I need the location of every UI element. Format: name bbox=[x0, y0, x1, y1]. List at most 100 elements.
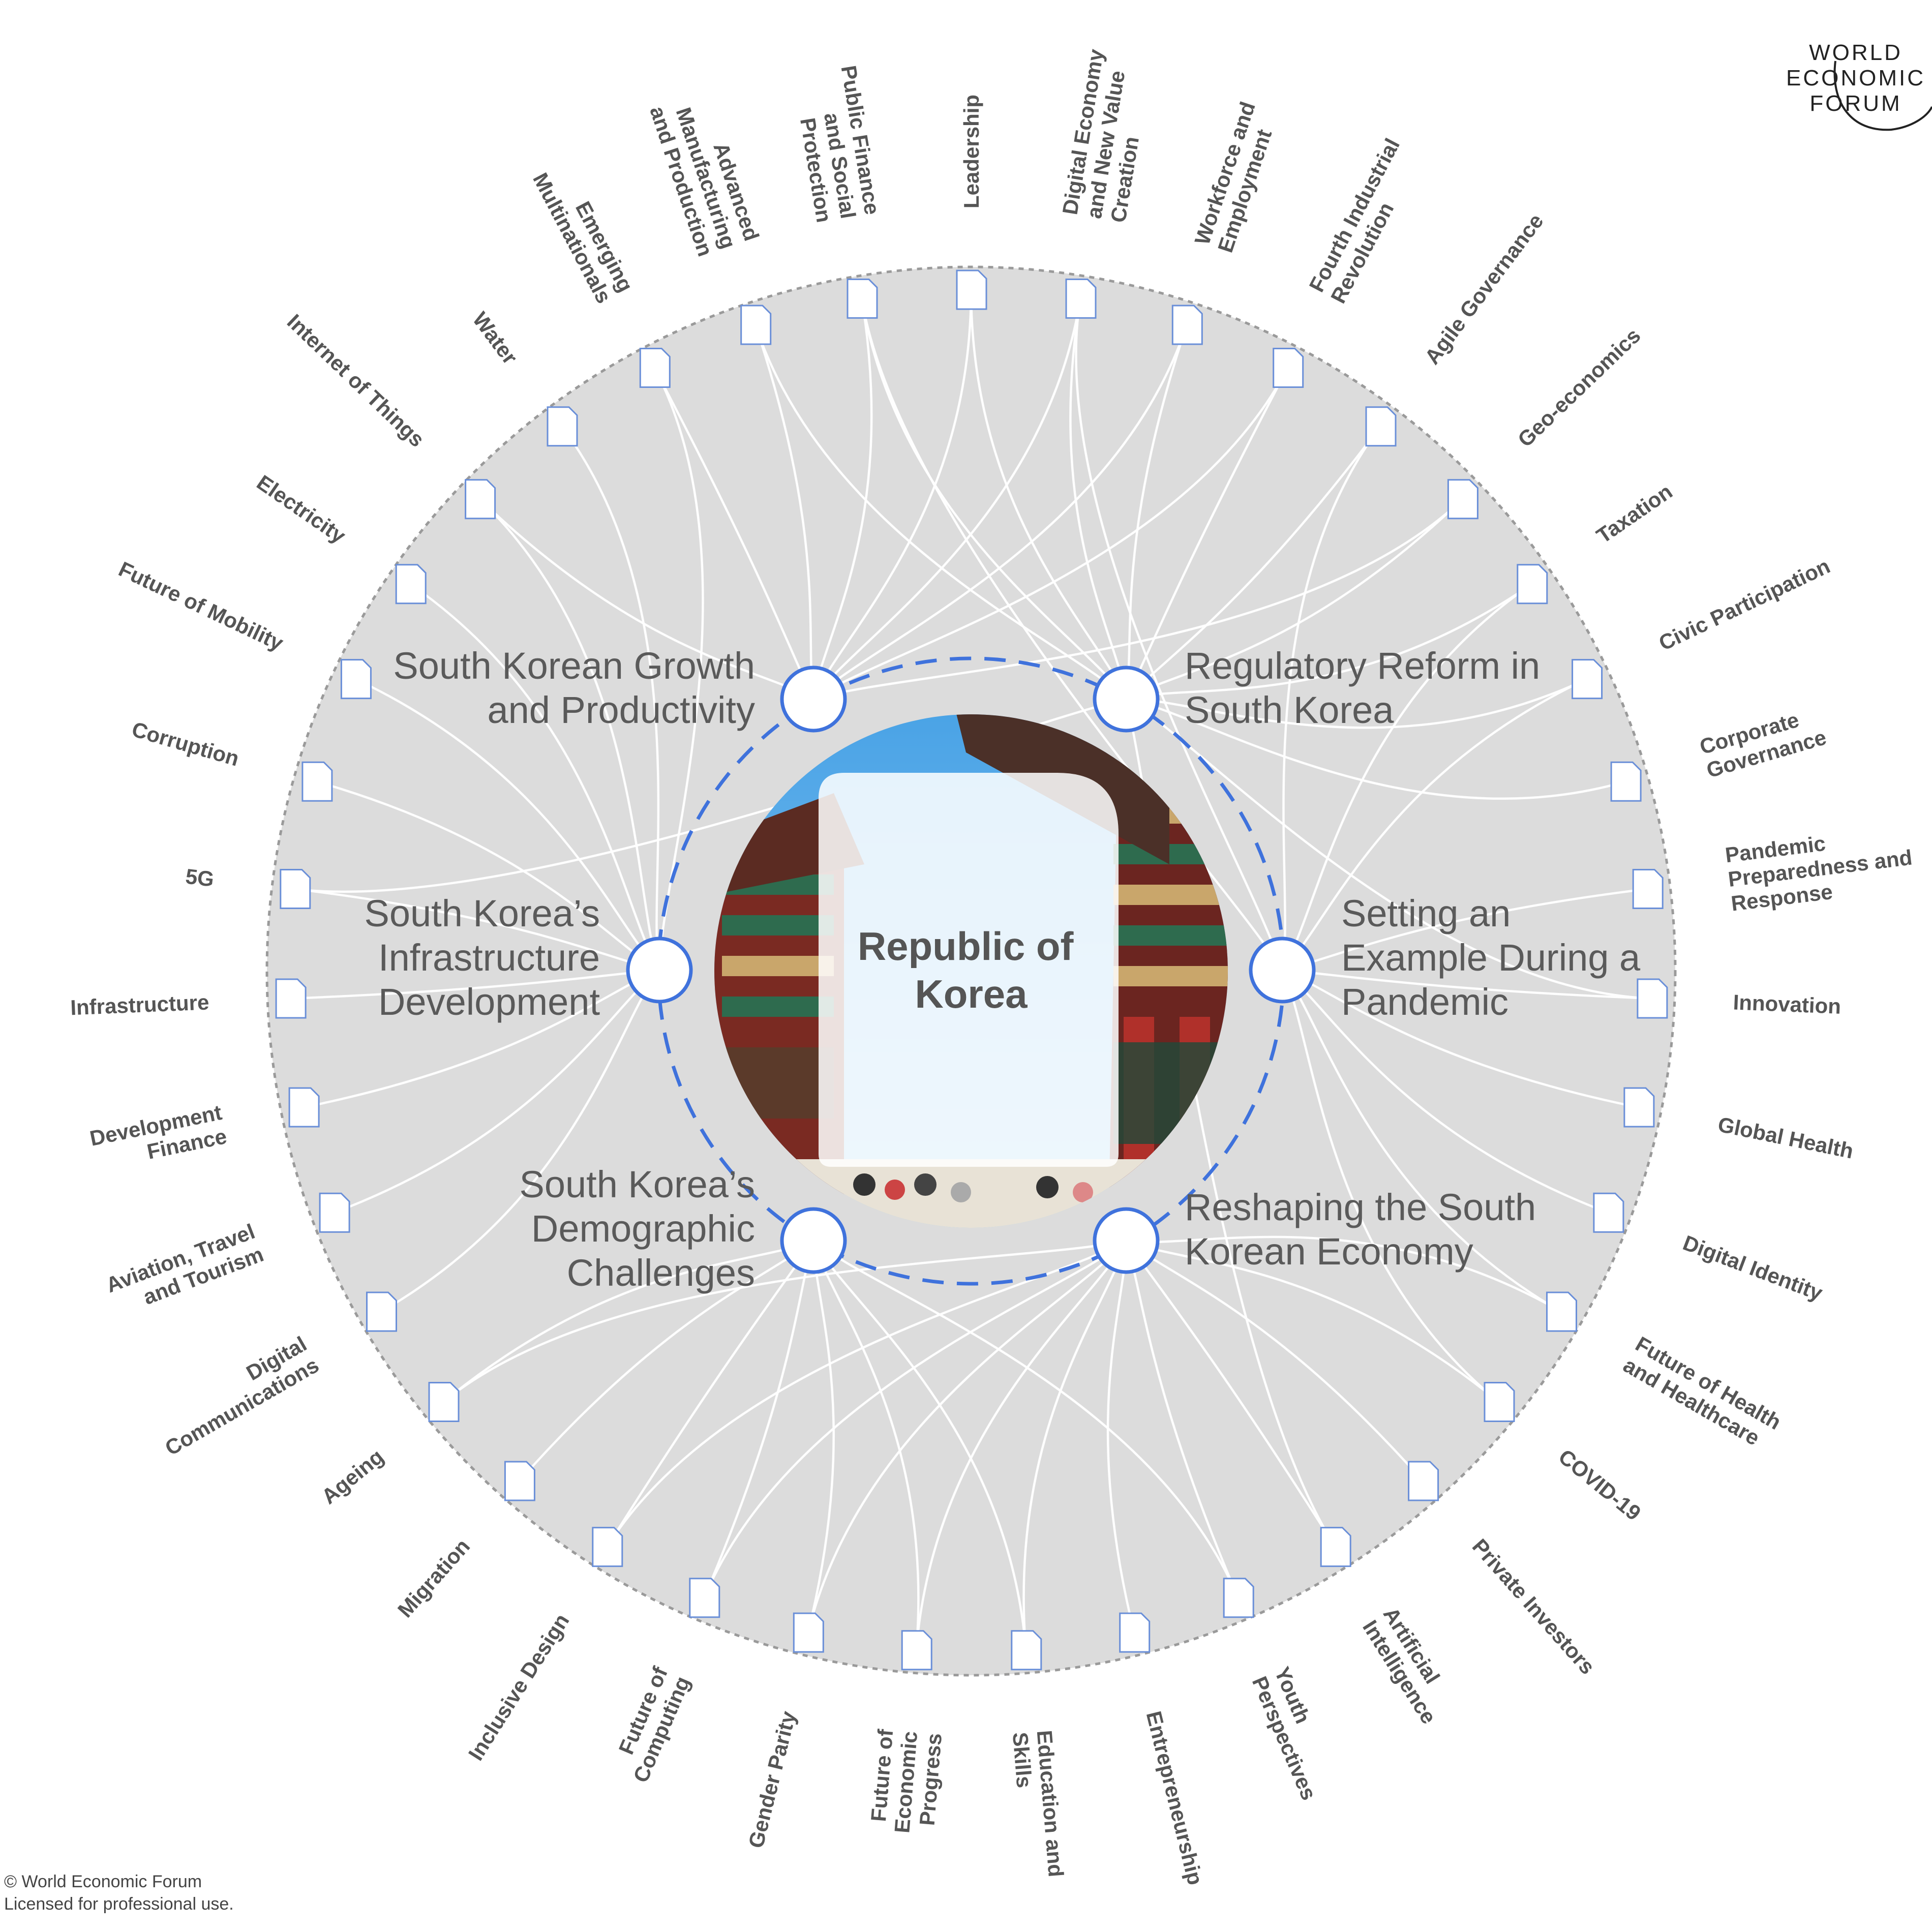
topic-label-corporate-governance[interactable]: CorporateGovernance bbox=[1697, 702, 1829, 782]
topic-label-entrepreneurship[interactable]: Entrepreneurship bbox=[1142, 1709, 1208, 1887]
document-icon[interactable] bbox=[301, 761, 333, 802]
topic-label-private-investors[interactable]: Private Investors bbox=[1468, 1534, 1600, 1679]
topic-label-future-of-health-and-healthcare[interactable]: Future of Healthand Healthcare bbox=[1619, 1332, 1785, 1455]
topic-label-digital-communications[interactable]: DigitalCommunications bbox=[148, 1332, 323, 1460]
topic-label-emerging-multinationals[interactable]: EmergingMultinationals bbox=[528, 158, 638, 307]
topic-label-5g[interactable]: 5G bbox=[184, 864, 215, 891]
cluster-nodes bbox=[626, 666, 1316, 1274]
wef-logo: WORLD ECONOMIC FORUM bbox=[1786, 40, 1932, 131]
link-digital-communications-infrastructure bbox=[380, 969, 660, 1313]
document-icon[interactable] bbox=[1484, 1382, 1515, 1422]
document-icon[interactable] bbox=[1632, 869, 1664, 909]
document-icon[interactable] bbox=[1365, 406, 1397, 447]
topic-label-ageing[interactable]: Ageing bbox=[317, 1444, 388, 1508]
document-icon[interactable] bbox=[956, 269, 987, 310]
topic-label-workforce-and-employment[interactable]: Workforce andEmployment bbox=[1190, 99, 1283, 255]
cluster-node-pandemic[interactable] bbox=[1249, 937, 1316, 1004]
document-icon[interactable] bbox=[1623, 1087, 1655, 1128]
topic-label-development-finance[interactable]: DevelopmentFinance bbox=[87, 1100, 228, 1174]
document-icon[interactable] bbox=[1273, 348, 1304, 388]
topic-label-youth-perspectives[interactable]: YouthPerspectives bbox=[1248, 1664, 1344, 1804]
document-icon[interactable] bbox=[504, 1461, 535, 1501]
topic-label-internet-of-things[interactable]: Internet of Things bbox=[283, 310, 429, 452]
document-icon[interactable] bbox=[1546, 1291, 1577, 1332]
document-icon[interactable] bbox=[280, 869, 311, 909]
topic-label-fourth-industrial-revolution[interactable]: Fourth IndustrialRevolution bbox=[1304, 135, 1426, 308]
topic-label-geo-economics[interactable]: Geo-economics bbox=[1513, 323, 1645, 451]
topic-label-agile-governance[interactable]: Agile Governance bbox=[1420, 209, 1548, 369]
center-card bbox=[819, 773, 1119, 1167]
cluster-node-infrastructure[interactable] bbox=[626, 937, 693, 1004]
topic-label-digital-economy-and-new-value-creation[interactable]: Digital Economyand New ValueCreation bbox=[1058, 47, 1157, 224]
cluster-node-regulatory[interactable] bbox=[1093, 666, 1160, 733]
topic-label-leadership[interactable]: Leadership bbox=[959, 95, 983, 208]
document-icon[interactable] bbox=[340, 659, 372, 700]
link-future-of-health-and-healthcare-pandemic bbox=[1281, 969, 1562, 1313]
document-icon[interactable] bbox=[793, 1612, 824, 1653]
document-icon[interactable] bbox=[1171, 305, 1203, 345]
document-icon[interactable] bbox=[366, 1291, 397, 1332]
topic-label-corruption[interactable]: Corruption bbox=[129, 717, 242, 770]
link-leadership-growth bbox=[812, 289, 973, 700]
document-icon[interactable] bbox=[1447, 479, 1478, 520]
document-icon[interactable] bbox=[592, 1527, 623, 1567]
topic-label-future-of-economic-progress[interactable]: Future ofEconomicProgress bbox=[865, 1728, 946, 1836]
link-education-and-skills-demographic bbox=[812, 1240, 1028, 1650]
cluster-node-reshaping[interactable] bbox=[1093, 1207, 1160, 1274]
document-icon[interactable] bbox=[1637, 978, 1668, 1019]
document-icon[interactable] bbox=[639, 348, 671, 388]
document-icon[interactable] bbox=[1610, 761, 1642, 802]
document-icon[interactable] bbox=[1593, 1192, 1624, 1233]
topic-label-global-health[interactable]: Global Health bbox=[1716, 1112, 1856, 1163]
topic-label-inclusive-design[interactable]: Inclusive Design bbox=[464, 1610, 574, 1765]
topic-label-education-and-skills[interactable]: Education andSkills bbox=[1008, 1729, 1068, 1880]
topic-label-gender-parity[interactable]: Gender Parity bbox=[744, 1708, 801, 1850]
topic-label-migration[interactable]: Migration bbox=[393, 1534, 475, 1622]
topic-label-water[interactable]: Water bbox=[468, 308, 523, 369]
document-icon[interactable] bbox=[319, 1192, 350, 1233]
topic-label-future-of-computing[interactable]: Future ofComputing bbox=[606, 1663, 695, 1786]
cluster-node-growth[interactable] bbox=[780, 666, 847, 733]
topic-label-digital-identity[interactable]: Digital Identity bbox=[1680, 1230, 1826, 1305]
topic-label-taxation[interactable]: Taxation bbox=[1592, 479, 1676, 548]
topic-label-future-of-mobility[interactable]: Future of Mobility bbox=[115, 557, 287, 655]
document-icon[interactable] bbox=[465, 479, 496, 520]
document-icon[interactable] bbox=[1572, 659, 1603, 700]
document-icon[interactable] bbox=[901, 1630, 932, 1671]
document-icon[interactable] bbox=[288, 1087, 320, 1128]
topic-label-advanced-manufacturing-and-production[interactable]: AdvancedManufacturingand Production bbox=[645, 88, 764, 259]
document-icon[interactable] bbox=[1223, 1578, 1254, 1618]
topic-label-infrastructure[interactable]: Infrastructure bbox=[70, 990, 209, 1019]
topic-label-electricity[interactable]: Electricity bbox=[253, 470, 350, 548]
document-icon[interactable] bbox=[1517, 564, 1548, 605]
link-digital-economy-and-new-value-creation-pandemic bbox=[1075, 298, 1284, 971]
document-icon[interactable] bbox=[547, 406, 578, 447]
topic-label-aviation-travel-and-tourism[interactable]: Aviation, Traveland Tourism bbox=[103, 1219, 267, 1320]
document-icon[interactable] bbox=[1011, 1630, 1042, 1671]
topic-label-civic-participation[interactable]: Civic Participation bbox=[1655, 554, 1833, 655]
cluster-node-demographic[interactable] bbox=[780, 1207, 847, 1274]
document-icon[interactable] bbox=[740, 305, 772, 345]
topic-label-pandemic-preparedness-and-response[interactable]: PandemicPreparedness andResponse bbox=[1724, 821, 1917, 916]
document-icon[interactable] bbox=[428, 1382, 460, 1422]
document-icon[interactable] bbox=[847, 278, 878, 319]
topic-label-artificial-intelligence[interactable]: ArtificialIntelligence bbox=[1358, 1603, 1462, 1728]
document-icon[interactable] bbox=[275, 978, 307, 1019]
document-icon[interactable] bbox=[1408, 1461, 1439, 1501]
document-icon[interactable] bbox=[395, 564, 427, 605]
topic-label-covid-19[interactable]: COVID-19 bbox=[1554, 1444, 1646, 1525]
document-icon[interactable] bbox=[1320, 1527, 1351, 1567]
document-icon[interactable] bbox=[1119, 1612, 1151, 1653]
document-icon[interactable] bbox=[1065, 278, 1097, 319]
document-icon[interactable] bbox=[689, 1578, 720, 1618]
topic-label-innovation[interactable]: Innovation bbox=[1733, 990, 1842, 1018]
link-digital-economy-and-new-value-creation-growth bbox=[812, 298, 1082, 700]
logo-line-1: WORLD bbox=[1809, 40, 1903, 65]
topic-label-public-finance-and-social-protection[interactable]: Public Financeand SocialProtection bbox=[789, 64, 885, 224]
